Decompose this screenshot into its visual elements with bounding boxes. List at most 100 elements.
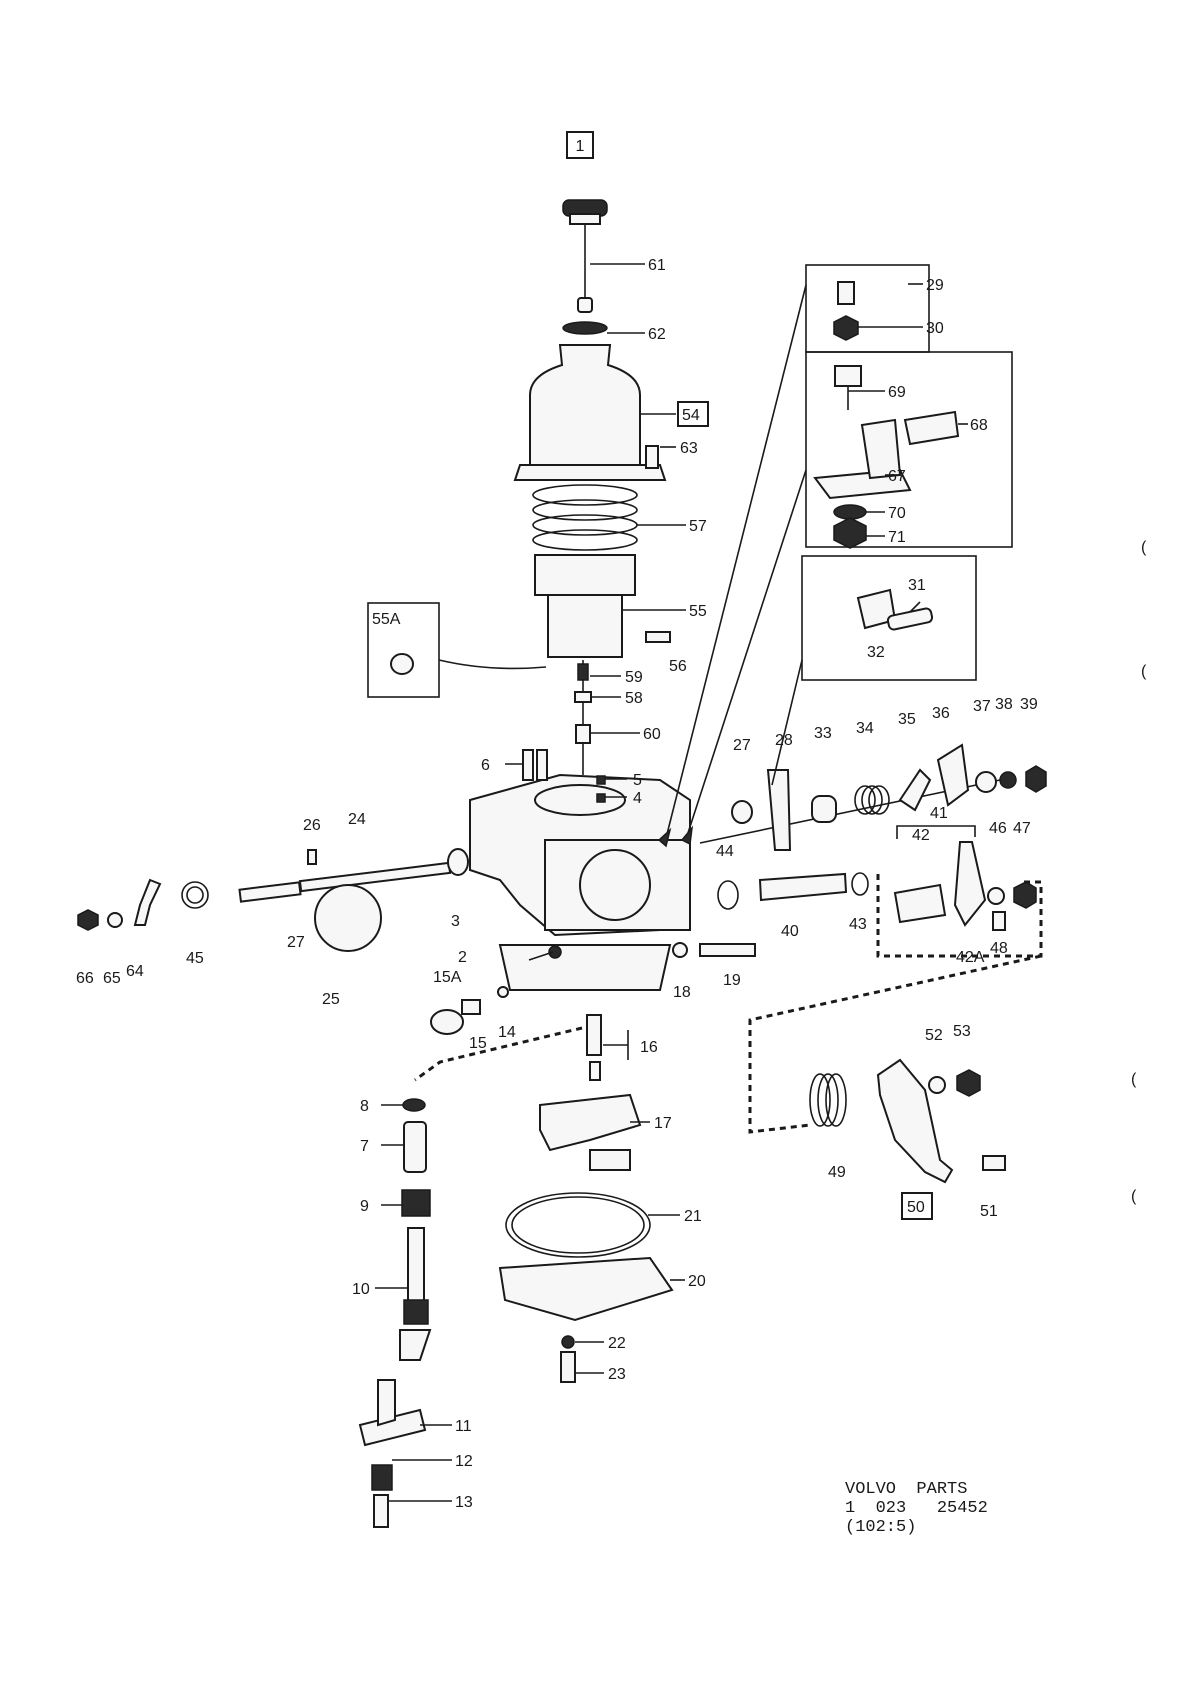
inset-67-71 [805,351,1013,548]
callout-63: 63 [680,440,698,457]
callout-65: 65 [103,970,121,987]
screw-19 [699,943,756,957]
callout-52: 52 [925,1027,943,1044]
callout-32: 32 [867,644,885,661]
spindle-40 [758,872,848,902]
callout-56: 56 [669,658,687,675]
needle-assembly [574,660,592,775]
callout-42: 42 [912,827,930,844]
callout-69: 69 [888,384,906,401]
callout-50-box [901,1192,933,1220]
needle-valve-16 [586,1014,602,1056]
inset-31-32 [801,555,977,681]
callout-17: 17 [654,1115,672,1132]
screw-5 [596,775,606,785]
callout-labels-extra: 60 23 18 19 28 49 51 [608,726,998,1383]
nut-47 [1013,881,1037,909]
callout-49-text: 49 [828,1164,846,1181]
callout-25: 25 [322,991,340,1008]
callout-labels: 61 62 54 63 57 55 56 55A 59 58 60 6 5 4 … [76,257,1038,1511]
callout-42A: 42A [956,949,985,966]
sheet-ref-label: 1 [576,138,585,155]
callout-53: 53 [953,1023,971,1040]
o-ring-8 [402,1098,426,1112]
footer-number: 1 023 25452 [845,1499,988,1518]
bushing-27r [731,800,753,824]
callout-5: 5 [633,772,642,789]
margin-mark-4: ( [1131,1188,1137,1205]
screw-26 [307,849,317,865]
return-spring-45 [181,881,209,909]
bolt-6 [522,749,534,781]
callout-40: 40 [781,923,799,940]
callout-21: 21 [684,1208,702,1225]
piston [534,554,636,658]
spring-12 [371,1464,393,1491]
callout-64: 64 [126,963,144,980]
footer-ref: VOLVO PARTS 1 023 25452 (102:5) [845,1480,988,1537]
inset-29-30 [805,264,930,353]
bushing-55A [390,653,414,675]
washer-65 [107,912,123,928]
washer-52 [928,1076,946,1094]
gasket-21-inner [511,1196,645,1254]
callout-68: 68 [970,417,988,434]
callout-50: 50 [907,1199,925,1216]
callout-61: 61 [648,257,666,274]
inset-55A [367,602,440,698]
nut-39 [1025,765,1047,793]
piston-spring [532,484,638,551]
margin-mark-1: ( [1141,539,1147,556]
sheet-ref-box [566,131,594,159]
seal-44 [717,880,739,910]
needle-16b [589,1061,601,1081]
callout-67: 67 [888,468,906,485]
callout-15: 15 [469,1035,487,1052]
screw-48 [992,911,1006,931]
callout-22: 22 [608,1335,626,1352]
leader-arrowhead-2 [680,825,694,846]
washer-14 [497,986,509,998]
callout-66: 66 [76,970,94,987]
callout-45: 45 [186,950,204,967]
callout-47: 47 [1013,820,1031,837]
dash-link-left [414,1026,583,1082]
washer-22 [561,1335,575,1349]
gasket-21 [505,1192,651,1258]
callout-8: 8 [360,1098,369,1115]
float-bowl-cover-20 [498,1256,674,1322]
callout-24: 24 [348,811,366,828]
callout-15A: 15A [433,969,462,986]
leader-inset-1 [664,284,807,843]
spring-49 [809,1073,847,1127]
washer-46 [987,887,1005,905]
callout-23-text: 23 [608,1366,626,1383]
callout-59: 59 [625,669,643,686]
margin-mark-2: ( [1141,663,1147,680]
callout-20: 20 [688,1273,706,1290]
nut-38 [999,771,1017,789]
screw-4 [596,793,606,803]
bolt-29 [837,281,855,305]
callout-55A: 55A [372,611,401,628]
adjuster-15 [461,999,481,1015]
o-ring-62 [562,321,608,335]
callout-29: 29 [926,277,944,294]
leader-arrowhead-1 [657,827,672,848]
nut-71 [833,517,867,549]
callout-57: 57 [689,518,707,535]
jet-lever-11 [358,1379,427,1447]
clip-68 [903,410,960,446]
callout-6: 6 [481,757,490,774]
carburettor-body [469,773,691,991]
jet-7 [403,1121,427,1173]
callout-12: 12 [455,1453,473,1470]
bolt-6b [536,749,548,781]
lever-28 [766,769,792,851]
callout-14: 14 [498,1024,516,1041]
throttle-spindle [238,861,452,903]
screw-63 [645,445,659,469]
jet-tube-10 [399,1227,432,1361]
callout-4: 4 [633,790,642,807]
lever-35 [898,768,932,812]
